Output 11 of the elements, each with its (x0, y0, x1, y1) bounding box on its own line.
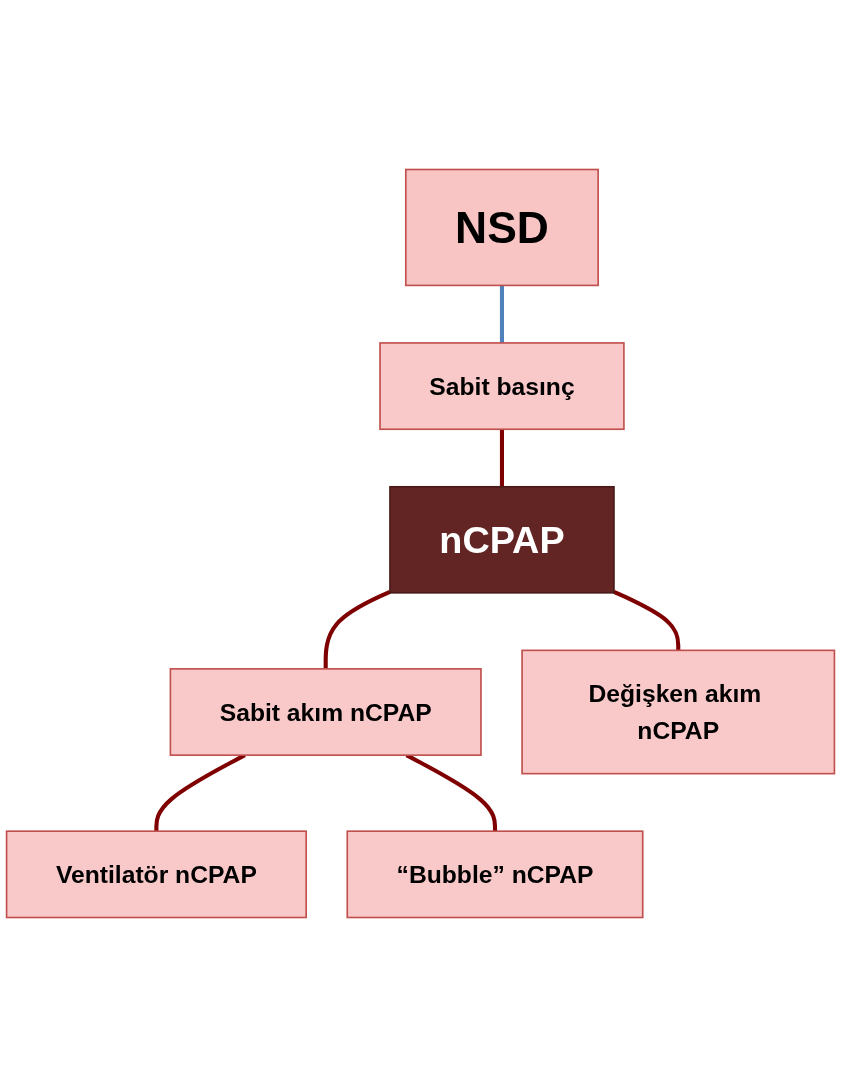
node-box: Ventilatör nCPAP (5, 830, 307, 919)
node-box: nCPAP (389, 485, 615, 594)
node-box: Değişken akım nCPAP (521, 649, 836, 775)
node-box: NSD (404, 168, 599, 287)
connector (613, 589, 681, 651)
node-box: “Bubble” nCPAP (346, 830, 644, 919)
connector (499, 429, 505, 487)
node-box: Sabit akım nCPAP (169, 668, 482, 756)
connector (323, 589, 391, 669)
node-box: Sabit basınç (379, 342, 625, 431)
connector (499, 285, 505, 343)
